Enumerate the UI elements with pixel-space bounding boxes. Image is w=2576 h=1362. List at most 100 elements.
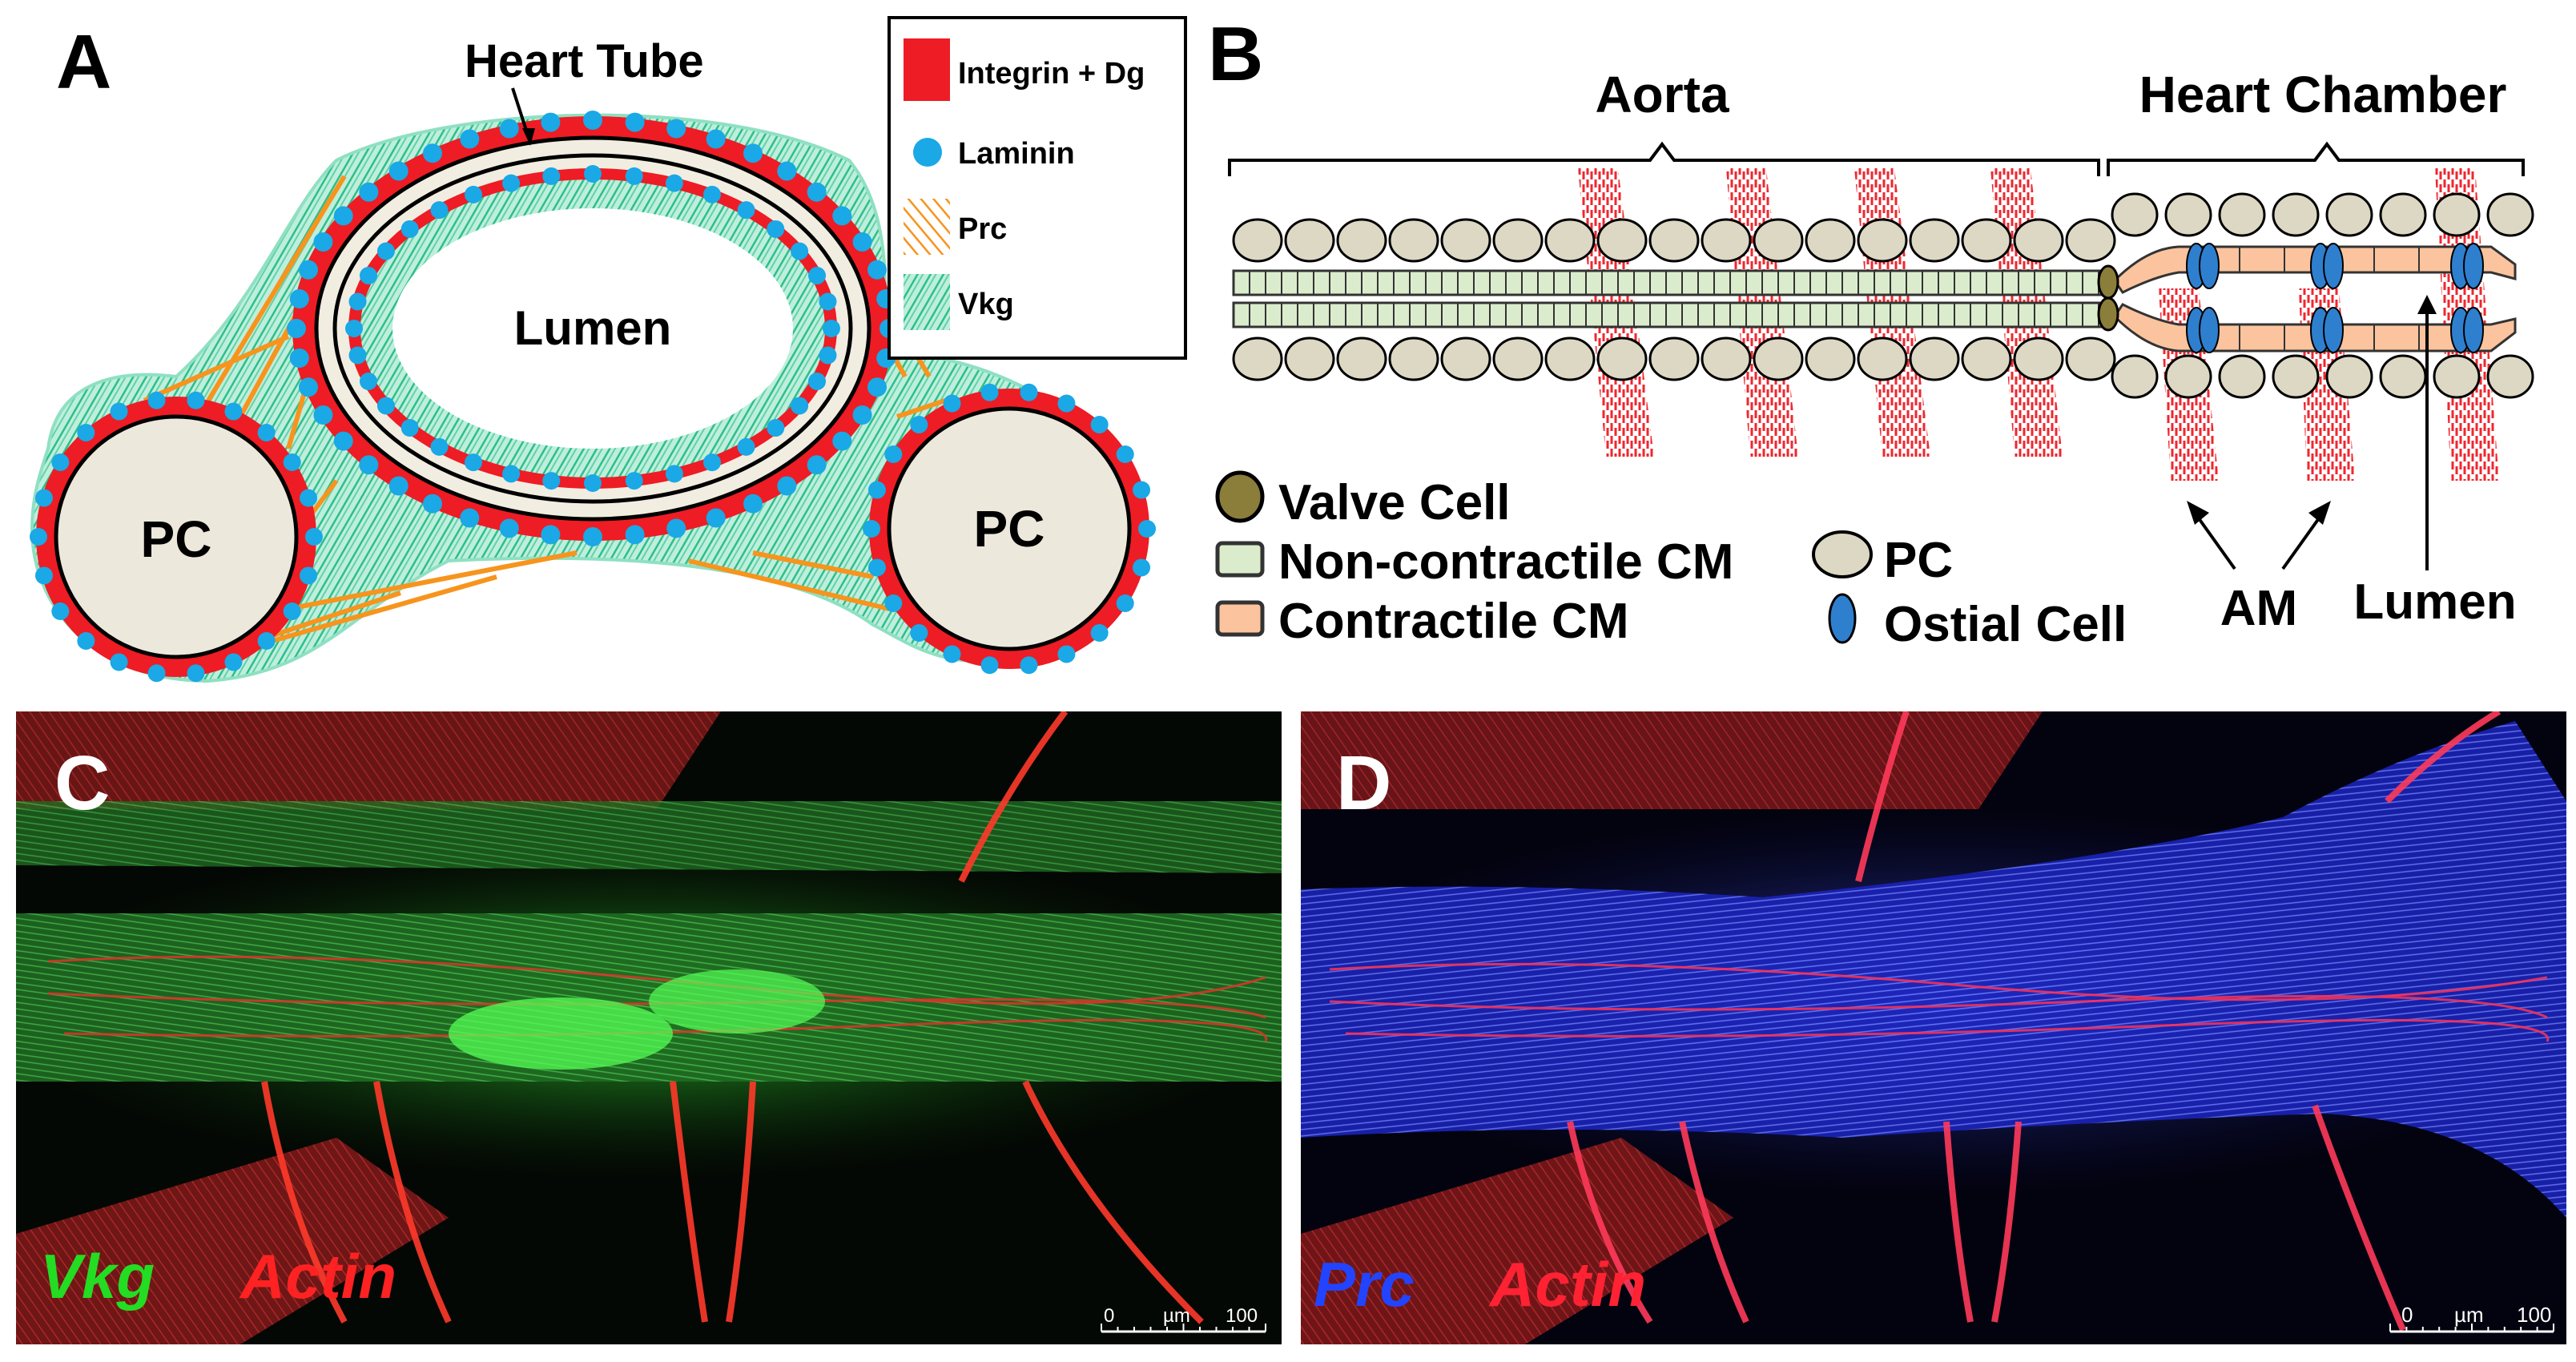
legend-noncontractile-label: Non-contractile CM (1278, 534, 1733, 590)
pericardial-cell (1753, 336, 1804, 381)
am-arrow-left (2193, 511, 2236, 570)
laminin-dot (110, 653, 128, 671)
laminin-dot (1116, 445, 1134, 464)
laminin-dot (333, 431, 353, 451)
laminin-dot (147, 391, 166, 409)
laminin-dot (980, 656, 999, 675)
laminin-dot (584, 165, 602, 183)
laminin-dot (110, 402, 128, 421)
laminin-dot (808, 266, 827, 284)
lumen-label: Lumen (514, 301, 672, 355)
laminin-dot (1090, 416, 1109, 434)
laminin-dot (666, 119, 686, 139)
laminin-dot (400, 419, 419, 437)
pericardial-cell (2486, 354, 2534, 399)
legend-valve-cell-icon (1215, 470, 1265, 523)
pericardial-cell (1909, 218, 1960, 263)
laminin-dot (1133, 481, 1151, 499)
laminin-dot (376, 397, 395, 415)
pericardial-cell (2379, 192, 2427, 237)
laminin-dot (819, 346, 837, 365)
aorta-brace (1228, 141, 2100, 176)
prc-filament (752, 550, 874, 579)
panel-a-letter: A (56, 19, 111, 105)
laminin-dot (257, 424, 276, 442)
laminin-dot (305, 528, 323, 546)
laminin-dot (376, 242, 395, 260)
laminin-dot (502, 174, 521, 192)
laminin-dot (980, 383, 999, 401)
heart-chamber-label: Heart Chamber (2139, 66, 2507, 123)
pericardial-cell (1336, 218, 1387, 263)
laminin-dot (388, 161, 409, 181)
lumen-b-arrowhead (2417, 295, 2437, 314)
laminin-dot (852, 405, 872, 425)
chamber-brace (2107, 141, 2525, 176)
laminin-dot (819, 292, 837, 311)
laminin-dot (666, 518, 686, 538)
heart-tube-label: Heart Tube (465, 35, 704, 87)
panel-d: D Prc Actin 0 µm 100 (1301, 711, 2566, 1344)
laminin-dot (767, 220, 785, 238)
legend-ostial-label: Ostial Cell (1884, 597, 2127, 652)
laminin-dot (499, 518, 519, 538)
panel-c: C Vkg Actin 0 µm 100 (16, 711, 1282, 1344)
laminin-dot (51, 602, 70, 620)
panel-c-stain-actin: Actin (239, 1241, 396, 1312)
laminin-dot (313, 232, 333, 252)
pericardial-cell (1492, 218, 1544, 263)
pericardial-cell (1232, 336, 1283, 381)
laminin-dot (1133, 558, 1151, 577)
legend-vkg-label: Vkg (958, 288, 1014, 321)
panel-c-muscle-bottom (16, 1138, 449, 1344)
legend-contractile-label: Contractile CM (1278, 594, 1628, 649)
pericardial-cell (1336, 336, 1387, 381)
am-label: AM (2220, 581, 2297, 636)
panel-d-muscle-bottom (1301, 1138, 1733, 1344)
panel-d-scale-unit: µm (2454, 1303, 2484, 1327)
laminin-dot (943, 394, 961, 413)
laminin-dot (283, 453, 301, 472)
pericardial-cell (1596, 218, 1648, 263)
aorta-noncontractile-cm (1232, 269, 2104, 328)
laminin-dot (665, 174, 683, 192)
pericardial-cell (1648, 218, 1700, 263)
laminin-dot (584, 474, 602, 492)
pericardial-cell (1232, 218, 1283, 263)
legend-pc-label: PC (1884, 533, 1953, 588)
panel-c-scale-end: 100 (1226, 1305, 1258, 1327)
laminin-dot (51, 453, 70, 472)
legend-prc-label: Prc (958, 212, 1007, 246)
pericardial-cell (1857, 336, 1908, 381)
laminin-dot (541, 112, 561, 132)
pc-right-body (887, 406, 1132, 651)
laminin-dot (348, 346, 367, 365)
prc-filament (688, 558, 890, 611)
laminin-dot (541, 525, 561, 545)
pericardial-cell (1388, 218, 1439, 263)
laminin-dot (583, 111, 602, 130)
pericardial-cell (1753, 218, 1804, 263)
laminin-dot (224, 402, 243, 421)
laminin-dots (30, 111, 1156, 683)
pericardial-cell (1961, 218, 2012, 263)
am-arrowhead-right (2308, 501, 2331, 525)
ostial-cells (2186, 243, 2484, 353)
laminin-dot (499, 119, 519, 139)
panel-d-micrograph (1301, 711, 2566, 1344)
pericardial-cell (1857, 218, 1908, 263)
laminin-dot (832, 206, 852, 226)
pericardial-cell (2164, 192, 2212, 237)
panel-b: B Aorta Heart Chamber AM Lumen Valve Cel… (1208, 11, 2534, 652)
panel-d-prc-network (1301, 721, 2566, 1218)
pericardial-cell (1492, 336, 1544, 381)
laminin-dot (333, 206, 353, 226)
panel-d-muscle-top (1301, 711, 2043, 809)
pericardial-cell (1544, 336, 1596, 381)
laminin-dot (737, 437, 755, 456)
laminin-dot (884, 594, 903, 612)
laminin-dot (422, 143, 442, 163)
laminin-dot (1057, 645, 1076, 663)
panel-d-scale-end: 100 (2517, 1303, 2551, 1327)
